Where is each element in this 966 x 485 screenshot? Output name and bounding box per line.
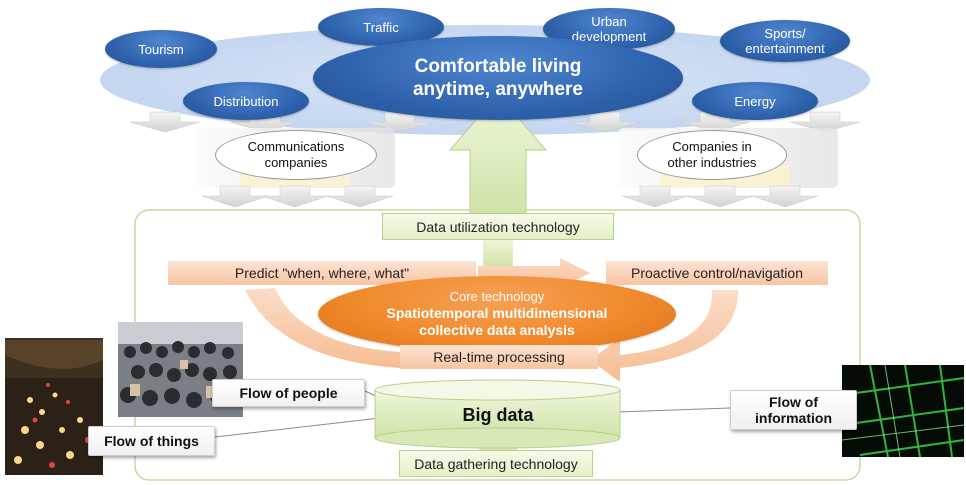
core-line1: Spatiotemporal multidimensional <box>386 305 608 321</box>
left-curve-arrow <box>245 288 400 368</box>
domain-energy-label: Energy <box>734 93 776 109</box>
big-data-label: Big data <box>462 404 534 425</box>
partner-communications: Communications companies <box>215 130 377 180</box>
flow-of-information-line2: information <box>755 410 832 426</box>
partner-other-industries: Companies in other industries <box>637 130 787 180</box>
traffic-photo <box>5 338 103 475</box>
proactive-bar: Proactive control/navigation <box>606 261 828 285</box>
domain-tourism: Tourism <box>105 30 217 68</box>
lower-gray-arrows <box>201 185 819 208</box>
realtime-bar: Real-time processing <box>400 345 598 369</box>
core-line2: collective data analysis <box>419 322 575 338</box>
goal-line1: Comfortable living <box>414 56 582 77</box>
domain-sports-line1: Sports/ <box>764 26 806 41</box>
flow-of-information-box: Flow of information <box>730 390 857 430</box>
big-data-cylinder <box>374 379 621 449</box>
domain-distribution: Distribution <box>183 82 309 120</box>
upper-gray-arrows <box>129 111 861 133</box>
domain-sports-entertainment: Sports/ entertainment <box>720 20 850 62</box>
data-gathering-box: Data gathering technology <box>399 450 593 477</box>
flow-of-people-label: Flow of people <box>239 385 338 401</box>
network-photo <box>841 364 965 458</box>
partner-other-line2: other industries <box>667 155 757 170</box>
data-utilization-label: Data utilization technology <box>416 218 580 235</box>
data-utilization-box: Data utilization technology <box>382 213 614 240</box>
goal-ellipse: Comfortable living anytime, anywhere <box>313 36 683 120</box>
domain-sports-line2: entertainment <box>745 41 825 56</box>
flow-of-information-line1: Flow of <box>769 394 818 410</box>
things-line <box>214 417 381 438</box>
green-up-arrow <box>448 94 548 216</box>
core-title: Core technology <box>449 289 545 304</box>
flow-of-people-box: Flow of people <box>212 379 365 407</box>
data-gathering-label: Data gathering technology <box>414 455 578 472</box>
domain-traffic-label: Traffic <box>363 19 399 35</box>
core-technology-ellipse: Core technology Spatiotemporal multidime… <box>318 276 676 352</box>
domain-distribution-label: Distribution <box>213 93 279 109</box>
proactive-label: Proactive control/navigation <box>631 265 803 281</box>
partner-other-line1: Companies in <box>672 139 752 154</box>
info-line <box>617 407 731 413</box>
right-curve-arrow <box>590 290 739 382</box>
predict-label: Predict "when, where, what" <box>234 265 410 281</box>
realtime-label: Real-time processing <box>433 349 565 365</box>
big-data-label-box: Big data <box>400 400 596 430</box>
goal-line2: anytime, anywhere <box>412 79 584 100</box>
predict-bar: Predict "when, where, what" <box>168 261 476 285</box>
domain-urban-line2: development <box>571 29 647 44</box>
domain-energy: Energy <box>692 82 818 120</box>
flow-of-things-label: Flow of things <box>104 433 199 449</box>
domain-tourism-label: Tourism <box>138 41 184 57</box>
partner-communications-line2: companies <box>264 155 328 170</box>
partner-communications-line1: Communications <box>247 139 345 154</box>
domain-urban-line1: Urban <box>591 14 627 29</box>
flow-of-things-box: Flow of things <box>88 426 215 456</box>
